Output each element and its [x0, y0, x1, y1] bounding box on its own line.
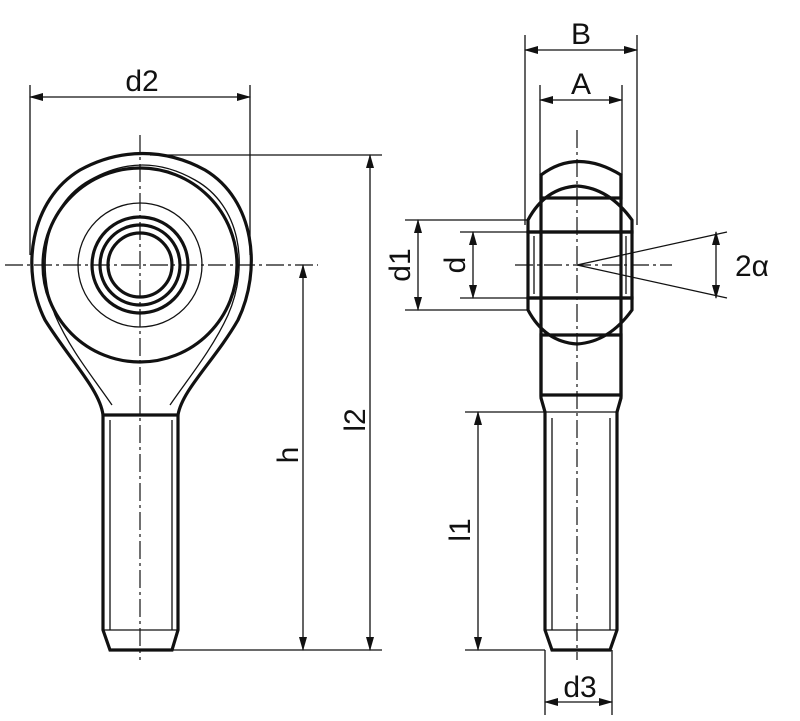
label-l1: l1: [444, 518, 477, 541]
label-d3: d3: [563, 671, 596, 704]
label-h: h: [272, 447, 305, 464]
label-A: A: [571, 68, 591, 101]
label-angle: 2α: [735, 250, 769, 283]
label-B: B: [571, 18, 591, 51]
side-view-dimensions: [405, 35, 720, 715]
label-d1: d1: [384, 248, 417, 281]
side-section-view: [515, 130, 728, 660]
label-d: d: [439, 257, 472, 274]
front-view-dimensions: [29, 85, 382, 651]
label-d2: d2: [125, 65, 158, 98]
front-view: [5, 135, 318, 660]
label-l2: l2: [339, 408, 372, 431]
